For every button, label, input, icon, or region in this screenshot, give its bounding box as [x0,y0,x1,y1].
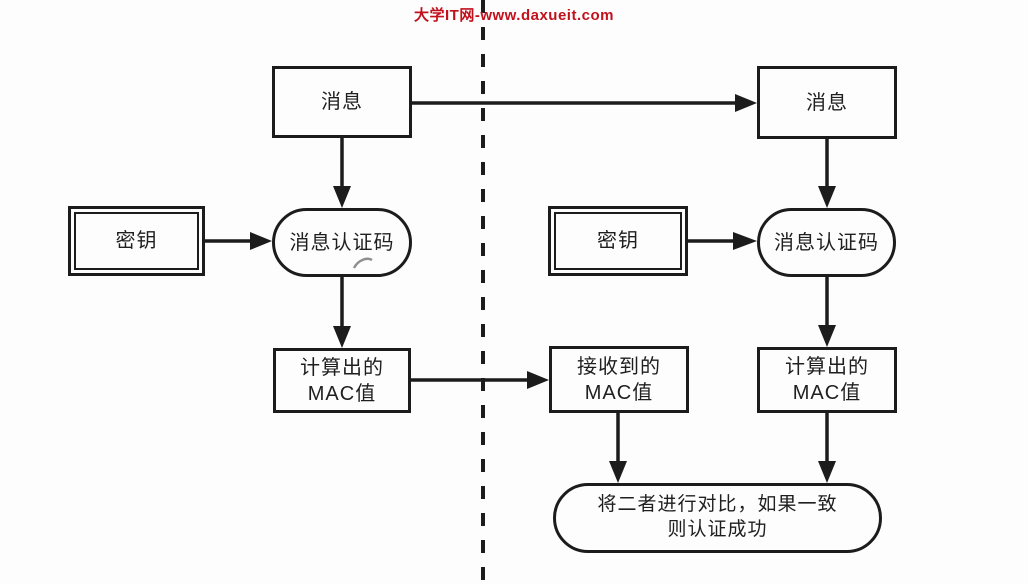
arrow-received-mac-to-compare [609,413,627,483]
receiver-message-label: 消息 [806,91,848,114]
receiver-computed-mac-box: 计算出的 MAC值 [757,347,897,413]
sender-key-box: 密钥 [68,206,205,276]
arrow-head [733,232,757,250]
watermark: 大学IT网-www.daxueit.com [414,7,614,24]
arrow-head [818,325,836,347]
arrow-receiver-message-to-mac [818,139,836,208]
receiver-key-label: 密钥 [597,230,639,252]
sender-mac-function-node: 消息认证码 [272,208,412,277]
received-mac-line2: MAC值 [584,381,654,404]
arrow-receiver-mac-to-value [818,277,836,347]
sender-key-label: 密钥 [115,230,158,252]
arrow-head [818,186,836,208]
sender-computed-mac-line2: MAC值 [307,382,377,405]
arrow-sender-key-to-mac [205,232,272,250]
compare-result-line2: 则认证成功 [667,519,768,540]
arrow-head [250,232,272,250]
arrow-head [333,186,351,208]
sender-message-box: 消息 [272,66,412,138]
smudge-stroke [352,257,373,269]
receiver-mac-function-node: 消息认证码 [757,208,896,277]
compare-result-line1: 将二者进行对比，如果一致 [597,494,838,516]
arrow-receiver-key-to-mac [688,232,757,250]
arrow-computed-mac-to-compare [818,413,836,483]
receiver-key-inner-border: 密钥 [554,212,682,270]
arrow-sender-mac-to-value [333,277,351,348]
receiver-computed-mac-line2: MAC值 [792,382,862,404]
receiver-message-box: 消息 [757,66,897,139]
arrow-sender-message-to-mac [333,138,351,208]
arrow-head [735,94,757,112]
received-mac-box: 接收到的 MAC值 [549,346,689,413]
arrow-head [609,461,627,483]
sender-computed-mac-box: 计算出的 MAC值 [273,348,411,413]
received-mac-line1: 接收到的 [577,355,661,378]
arrow-message-transfer [412,94,757,112]
receiver-mac-function-label: 消息认证码 [774,231,879,254]
arrow-mac-value-transfer [411,371,549,389]
receiver-computed-mac-line1: 计算出的 [785,356,869,378]
sender-message-label: 消息 [321,91,363,113]
arrow-head [527,371,549,389]
compare-result-node: 将二者进行对比，如果一致 则认证成功 [553,483,882,553]
receiver-key-box: 密钥 [548,206,688,276]
smudge-artifact [352,257,373,269]
sender-computed-mac-line1: 计算出的 [300,356,384,379]
sender-mac-function-label: 消息认证码 [289,231,395,254]
arrow-head [333,326,351,348]
sender-key-inner-border: 密钥 [74,212,199,270]
arrow-head [818,461,836,483]
